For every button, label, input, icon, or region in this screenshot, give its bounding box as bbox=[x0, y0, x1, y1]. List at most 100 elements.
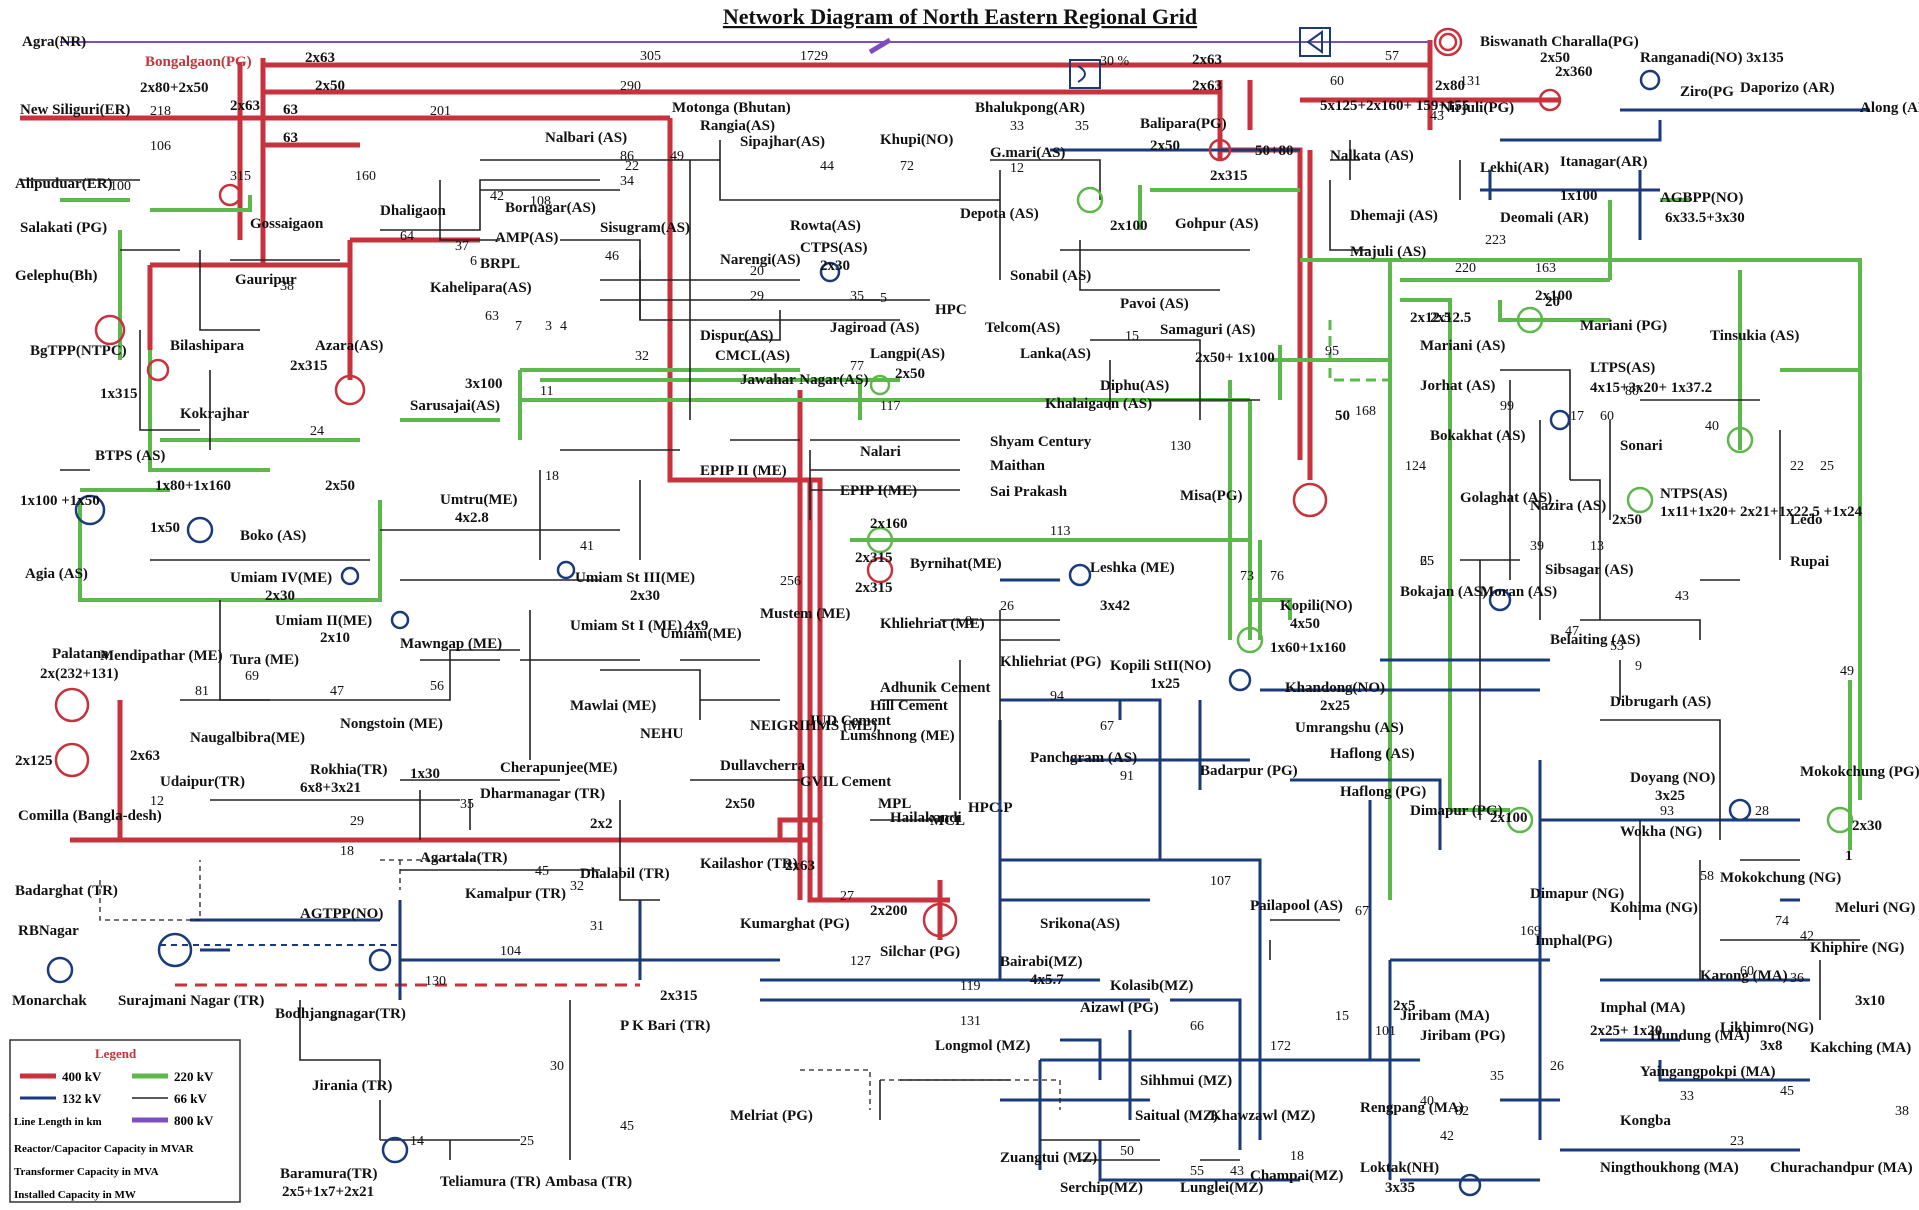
line-length-label: 45 bbox=[535, 864, 549, 879]
line-khliehriat-badarpur bbox=[1000, 698, 1162, 860]
line-length-label: 8 bbox=[330, 1009, 337, 1024]
legend-heading: Legend bbox=[95, 1046, 137, 1061]
line-length-label: 4 bbox=[560, 319, 567, 334]
line-length-label: 38 bbox=[1895, 1104, 1909, 1119]
label-jagiroad: Jagiroad (AS) bbox=[830, 320, 919, 336]
line-misc-132 bbox=[1000, 578, 1122, 720]
legend-66kv: 66 kV bbox=[174, 1091, 207, 1106]
line-length-label: 44 bbox=[820, 159, 834, 174]
transformer-rating-label: 50 bbox=[1335, 408, 1350, 424]
transformer-icon bbox=[1626, 486, 1654, 514]
label-misa: Misa(PG) bbox=[1180, 488, 1242, 504]
label-bhalukpong: Bhalukpong(AR) bbox=[975, 100, 1085, 116]
legend-note-reactor: Reactor/Capacitor Capacity in MVAR bbox=[14, 1143, 195, 1155]
label-amp: AMP(AS) bbox=[495, 230, 558, 246]
transformer-rating-label: 2x63 bbox=[785, 858, 815, 874]
label-azara: Azara(AS) bbox=[315, 338, 383, 354]
legend: Legend 400 kV 220 kV 132 kV 66 kV 800 kV… bbox=[9, 1039, 241, 1203]
line-length-label: 42 bbox=[490, 189, 504, 204]
label-depota: Depota (AS) bbox=[960, 206, 1039, 222]
l66-khliehriat bbox=[940, 619, 1001, 800]
label-dimapur-ng: Dimapur (NG) bbox=[1530, 886, 1624, 902]
label-ltps-cap: 4x15+3x20+ 1x37.2 bbox=[1590, 380, 1712, 396]
line-agia-boko bbox=[78, 500, 382, 602]
legend-220kv: 220 kV bbox=[174, 1069, 214, 1084]
line-length-label: 73 bbox=[1240, 569, 1254, 584]
label-dispur: Dispur(AS) bbox=[700, 328, 773, 344]
label-ziro: Ziro(PG bbox=[1680, 84, 1734, 100]
label-comilla: Comilla (Bangla-desh) bbox=[18, 808, 162, 824]
line-length-label: 201 bbox=[430, 104, 451, 119]
label-mendipathar: Mendipathar (ME) bbox=[100, 648, 223, 664]
transformer-icon bbox=[1208, 138, 1232, 162]
legend-note-transformer: Transformer Capacity in MVA bbox=[14, 1166, 159, 1178]
line-mariani-2 bbox=[1498, 300, 1610, 322]
label-umrangshu: Umrangshu (AS) bbox=[1295, 720, 1404, 736]
label-agartala: Agartala(TR) bbox=[420, 850, 507, 866]
label-imphal-ma: Imphal (MA) bbox=[1600, 1000, 1685, 1016]
line-length-label: 53 bbox=[1610, 639, 1624, 654]
line-length-label: 106 bbox=[150, 139, 171, 154]
line-length-label: 47 bbox=[330, 684, 344, 699]
line-length-label: 168 bbox=[1355, 404, 1376, 419]
label-lunglei: Lunglei(MZ) bbox=[1180, 1180, 1263, 1196]
line-length-label: 36 bbox=[1790, 971, 1804, 986]
label-khupi: Khupi(NO) bbox=[880, 132, 953, 148]
label-khalaigaon: Khalaigaon (AS) bbox=[1045, 396, 1152, 412]
line-length-label: 3 bbox=[545, 319, 552, 334]
line-length-label: 91 bbox=[1120, 769, 1134, 784]
label-ntps-cap: 1x11+1x20+ 2x21+1x22.5 +1x24 bbox=[1660, 504, 1863, 520]
line-length-label: 94 bbox=[1050, 689, 1064, 704]
transformer-icon bbox=[54, 742, 90, 778]
label-mariani-pg: Mariani (PG) bbox=[1580, 318, 1667, 334]
label-karong: Karong (MA) bbox=[1700, 968, 1788, 984]
label-zuangtui: Zuangtui (MZ) bbox=[1000, 1150, 1097, 1166]
label-epip2: EPIP II (ME) bbox=[700, 463, 787, 479]
label-champai: Champai(MZ) bbox=[1250, 1168, 1343, 1184]
transformer-rating-label: 2x315 bbox=[855, 550, 893, 566]
line-length-label: 72 bbox=[900, 159, 914, 174]
l66-telcom bbox=[1090, 339, 1201, 420]
line-length-label: 60 bbox=[1600, 409, 1614, 424]
line-length-label: 69 bbox=[245, 669, 259, 684]
generator-icon bbox=[46, 956, 74, 984]
transformer-rating-label: 2x50 bbox=[1540, 50, 1570, 66]
transformer-rating-label: 20 bbox=[1545, 294, 1560, 310]
line-length-label: 124 bbox=[1405, 459, 1426, 474]
line-length-label: 77 bbox=[850, 359, 864, 374]
label-mokokchung-ng: Mokokchung (NG) bbox=[1720, 870, 1841, 886]
transformer-icon bbox=[1516, 306, 1544, 334]
line-length-label: 22 bbox=[625, 159, 639, 174]
label-golaghat: Golaghat (AS) bbox=[1460, 490, 1552, 506]
label-sarusajai: Sarusajai(AS) bbox=[410, 398, 500, 414]
label-nongstoin: Nongstoin (ME) bbox=[340, 716, 443, 732]
label-kailashor: Kailashor (TR) bbox=[700, 856, 798, 872]
line-length-label: 127 bbox=[850, 954, 871, 969]
line-length-label: 12 bbox=[150, 794, 164, 809]
line-length-label: 22 bbox=[1790, 459, 1804, 474]
line-champai bbox=[1098, 1140, 1300, 1182]
transformer-rating-label: 2x315 bbox=[660, 988, 698, 1004]
transformer-icon bbox=[1076, 186, 1104, 214]
l66-dhaligaon bbox=[380, 179, 600, 231]
transformer-rating-label: 1x60+1x160 bbox=[1270, 640, 1346, 656]
label-umiam: Umiam(ME) bbox=[660, 626, 742, 642]
line-length-label: 160 bbox=[355, 169, 376, 184]
line-length-label: 30 bbox=[550, 1059, 564, 1074]
label-baramura: Baramura(TR) bbox=[280, 1166, 378, 1182]
label-kumarghat: Kumarghat (PG) bbox=[740, 916, 850, 932]
transformer-rating-label: 2x50 bbox=[1612, 512, 1642, 528]
label-teliamura: Teliamura (TR) bbox=[440, 1174, 541, 1190]
label-agia: Agia (AS) bbox=[25, 566, 88, 582]
generator-icon bbox=[390, 610, 410, 630]
line-length-label: 5 bbox=[880, 291, 887, 306]
label-monarchak: Monarchak bbox=[12, 993, 87, 1009]
line-length-label: 108 bbox=[530, 194, 551, 209]
label-motonga: Motonga (Bhutan) bbox=[672, 100, 791, 116]
transformer-rating-label: 2x160 bbox=[870, 516, 908, 532]
label-bodhjangnagar: Bodhjangnagar(TR) bbox=[275, 1006, 406, 1022]
label-wokha: Wokha (NG) bbox=[1620, 824, 1702, 840]
line-length-label: 49 bbox=[670, 149, 684, 164]
label-badarghat: Badarghat (TR) bbox=[15, 883, 118, 899]
transformer-rating-label: 1x50 bbox=[150, 520, 180, 536]
